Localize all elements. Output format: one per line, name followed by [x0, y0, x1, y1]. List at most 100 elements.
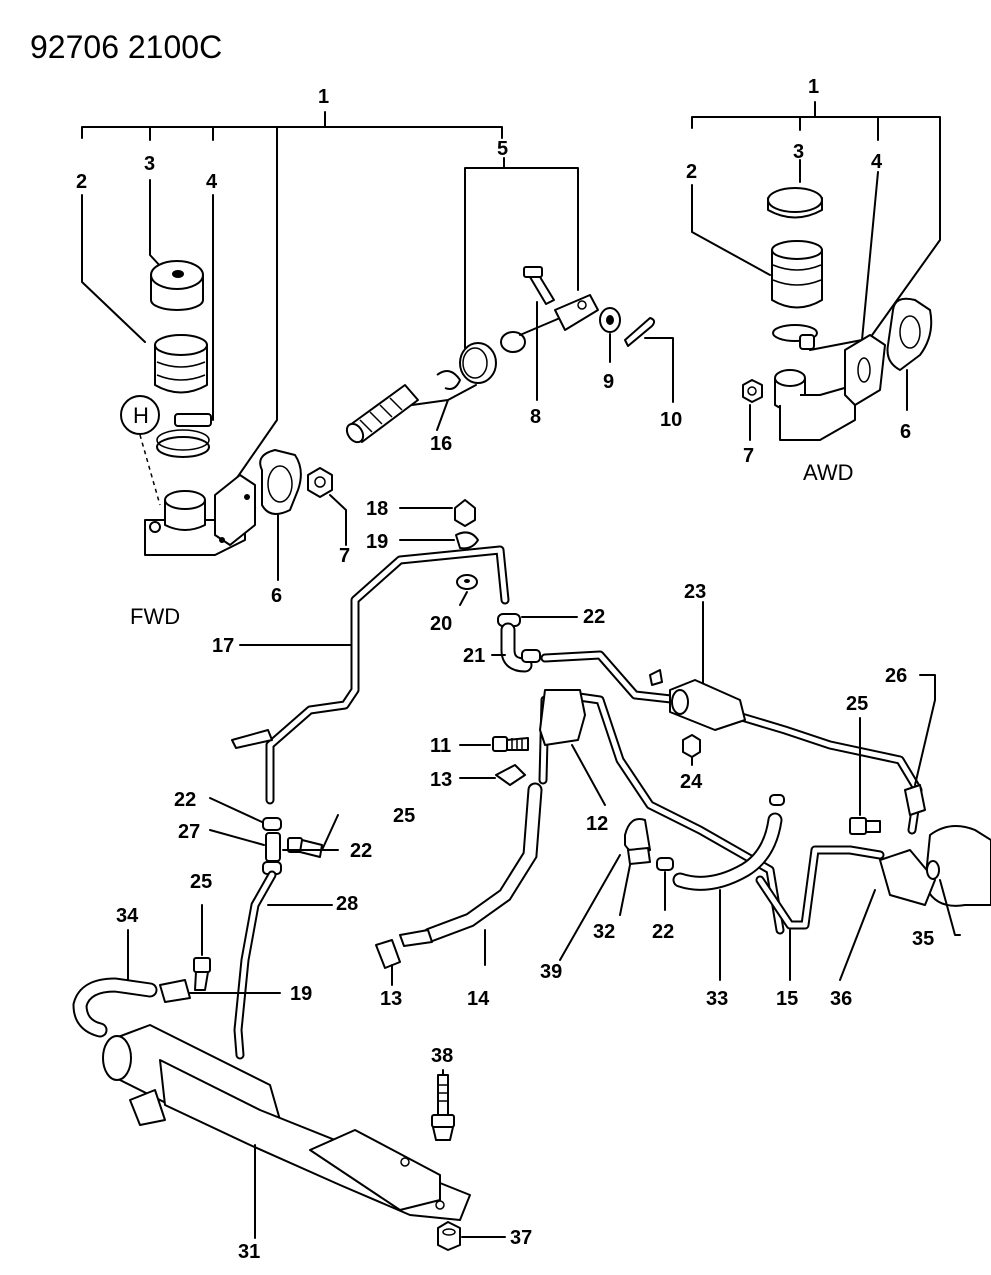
bolt-25-center [287, 837, 323, 858]
pipe-bracket-12 [539, 689, 586, 746]
cotter-pin [624, 317, 656, 347]
callout-13-upper: 13 [430, 769, 452, 791]
awd-caption: AWD [803, 460, 854, 485]
clip-13-lower [375, 939, 401, 969]
callout-7-fwd: 7 [339, 545, 350, 567]
leader-25b [321, 814, 339, 851]
leader-2-fwd [81, 194, 146, 343]
callout-14: 14 [467, 988, 490, 1010]
callout-1-fwd: 1 [318, 86, 329, 108]
callout-19-lower: 19 [290, 983, 312, 1005]
callout-5: 5 [497, 138, 508, 160]
bolt-25-lower [193, 957, 211, 991]
callout-6-awd: 6 [900, 421, 911, 443]
bracket-1-fwd [81, 111, 503, 141]
callout-numbers: 1 2 3 4 5 6 7 8 9 10 16 1 2 3 4 6 7 18 1… [76, 76, 934, 1263]
bolt-25-right [849, 817, 881, 835]
leader-1-body-awd [864, 127, 941, 346]
awd-reservoir [771, 240, 823, 309]
callout-37: 37 [510, 1227, 532, 1249]
callout-36: 36 [830, 988, 852, 1010]
clamp-21 [521, 649, 541, 663]
leader-4-awd [809, 129, 879, 351]
callout-17: 17 [212, 635, 234, 657]
clip-13-top [495, 764, 526, 786]
nut-24 [682, 734, 701, 758]
callout-16: 16 [430, 433, 452, 455]
awd-hose-clamp [772, 324, 818, 350]
callout-35: 35 [912, 928, 934, 950]
callout-31: 31 [238, 1241, 260, 1263]
awd-reservoir-cap [767, 187, 823, 219]
h-mark-circle [120, 395, 160, 435]
callout-12: 12 [586, 813, 608, 835]
callout-25-lower: 25 [190, 871, 212, 893]
release-cylinder [879, 825, 991, 907]
callout-4-awd: 4 [871, 151, 883, 173]
callout-28: 28 [336, 893, 358, 915]
release-cylinder-fwd [102, 1024, 471, 1221]
callout-3-awd: 3 [793, 141, 804, 163]
callout-23: 23 [684, 581, 706, 603]
callout-20: 20 [430, 613, 452, 635]
leader-39 [559, 854, 621, 961]
fwd-gasket [259, 449, 302, 515]
callout-25-right: 25 [846, 693, 868, 715]
leader-2-awd [691, 184, 771, 276]
callout-22-left-lower: 22 [350, 840, 372, 862]
callout-7-awd: 7 [743, 445, 754, 467]
callout-26: 26 [885, 665, 907, 687]
callout-27: 27 [178, 821, 200, 843]
retaining-clip [436, 370, 461, 390]
reservoir-cap [150, 260, 204, 311]
leader-12 [571, 744, 606, 806]
callout-4-fwd: 4 [206, 171, 218, 193]
clip-19 [455, 531, 479, 550]
callout-6-fwd: 6 [271, 585, 282, 607]
callout-13-lower: 13 [380, 988, 402, 1010]
callout-38: 38 [431, 1045, 453, 1067]
awd-master-cylinder-group: AWD [691, 101, 941, 485]
hose-27 [265, 832, 281, 862]
callout-8: 8 [530, 406, 541, 428]
leader-35 [939, 879, 961, 936]
callout-18: 18 [366, 498, 388, 520]
bolt-11 [492, 736, 529, 752]
callout-11: 11 [430, 735, 451, 757]
leader-3-fwd [149, 179, 163, 269]
pipe-damper [669, 679, 746, 731]
grommet-20 [456, 574, 478, 590]
callout-2-awd: 2 [686, 161, 697, 183]
hose-14-fitting [399, 929, 433, 947]
fwd-master-cylinder [144, 474, 256, 556]
leader-36 [839, 889, 876, 981]
callout-15: 15 [776, 988, 798, 1010]
bolt-38 [431, 1074, 455, 1141]
fwd-master-cylinder-group: H FWD [81, 111, 503, 629]
washer [599, 307, 621, 333]
callout-32: 32 [593, 921, 615, 943]
leader-20 [459, 591, 468, 606]
clip-26 [904, 784, 926, 816]
nut-37 [437, 1221, 461, 1251]
callout-34: 34 [116, 905, 139, 927]
clamp-33 [769, 794, 785, 806]
callout-25-center: 25 [393, 805, 415, 827]
pipe-17-bracket [231, 729, 273, 749]
clamp-22-upper [262, 817, 282, 831]
piston-cup [459, 342, 497, 384]
h-mark-label: H [133, 403, 149, 428]
clamp-22-mid [656, 857, 674, 871]
awd-nut [742, 379, 763, 403]
callout-10: 10 [660, 409, 682, 431]
clutch-lines-group [72, 499, 991, 1251]
leader-16 [411, 384, 477, 431]
fwd-caption: FWD [130, 604, 180, 629]
callout-19-upper: 19 [366, 531, 388, 553]
fwd-nut [307, 467, 333, 498]
awd-gasket [886, 297, 933, 371]
callout-1-awd: 1 [808, 76, 819, 98]
callout-9: 9 [603, 371, 614, 393]
hose-clamp [156, 413, 212, 458]
